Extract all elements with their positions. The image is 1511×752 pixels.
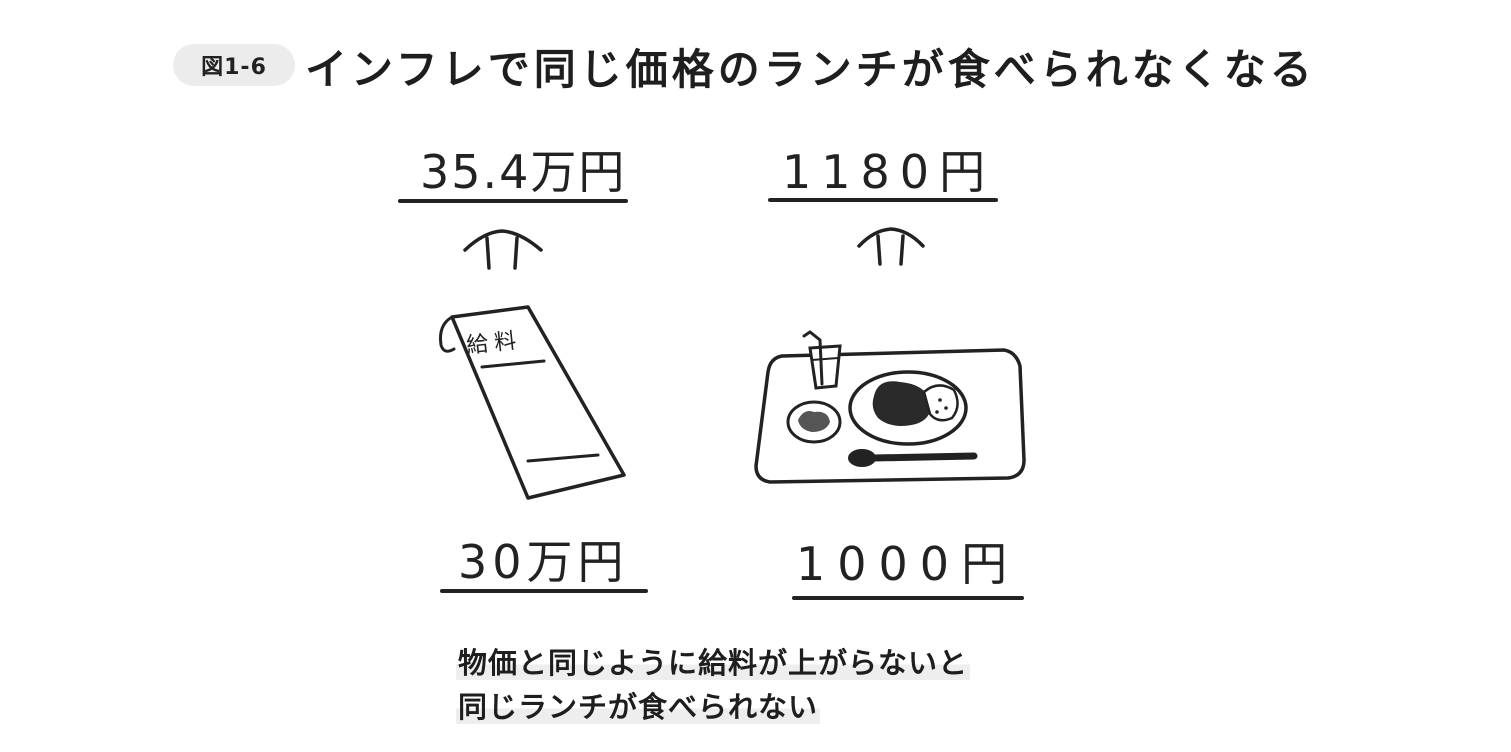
salary-before-underline <box>440 589 648 593</box>
figure-number-badge: 図1-6 <box>173 44 295 86</box>
caption-line-2-text: 同じランチが食べられない <box>456 690 821 724</box>
lunch-up-arrow-icon <box>857 227 925 266</box>
lunch-before-underline <box>792 596 1024 600</box>
lunch-tray-icon <box>754 330 1026 484</box>
pay-slip-icon <box>439 305 626 500</box>
caption-line-1: 物価と同じように給料が上がらないと <box>456 640 971 682</box>
caption-line-1-text: 物価と同じように給料が上がらないと <box>456 646 971 680</box>
lunch-before-value: 1000円 <box>796 537 1020 591</box>
caption-line-2: 同じランチが食べられない <box>456 684 821 726</box>
figure-title: インフレで同じ価格のランチが食べられなくなる <box>305 45 1316 94</box>
salary-after-underline <box>398 199 628 203</box>
lunch-after-underline <box>768 198 998 202</box>
pay-slip-label: 給料 <box>465 328 524 359</box>
lunch-after-value: 1180円 <box>782 145 996 199</box>
salary-up-arrow-icon <box>463 229 543 270</box>
salary-after-value: 35.4万円 <box>420 145 627 199</box>
salary-before-value: 30万円 <box>458 535 629 589</box>
